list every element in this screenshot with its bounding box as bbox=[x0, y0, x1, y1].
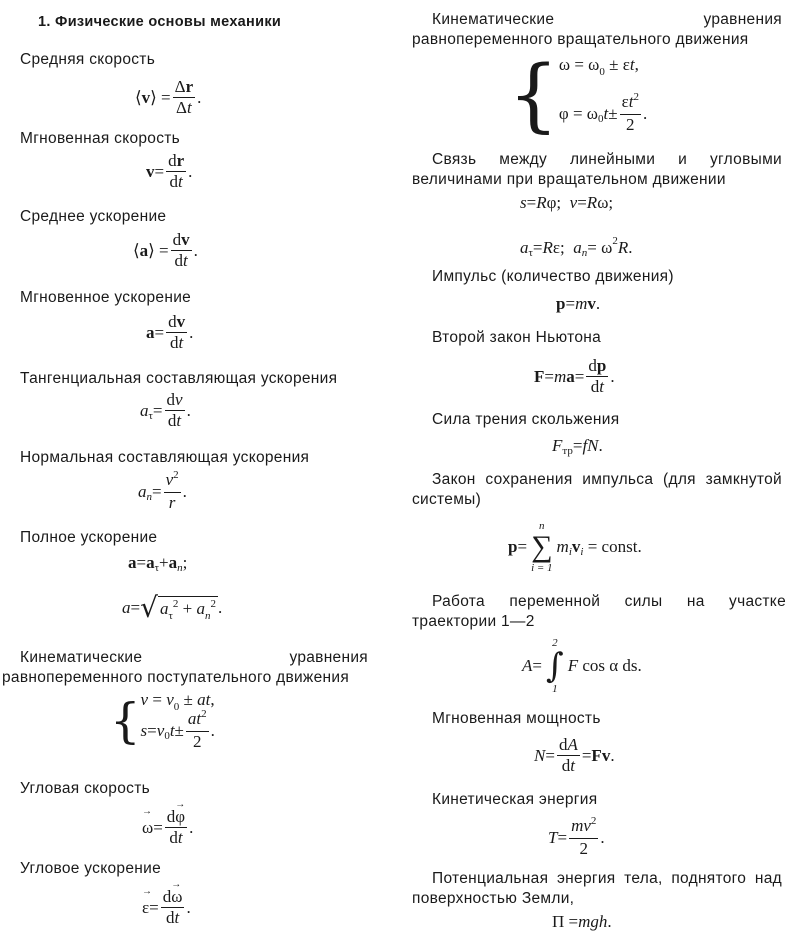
label-avg-speed: Средняя скорость bbox=[20, 51, 156, 68]
formula-work: A = 2∫1 F cos α ds. bbox=[522, 637, 642, 695]
label-newton2: Второй закон Ньютона bbox=[432, 329, 602, 346]
const-word: const bbox=[601, 537, 638, 556]
label-ang-speed: Угловая скорость bbox=[20, 780, 150, 797]
label-power: Мгновенная мощность bbox=[432, 710, 601, 727]
formula-ang-speed: ω = dφdt. bbox=[142, 796, 193, 847]
label-work: Работа переменной силы на участке траект… bbox=[412, 593, 786, 630]
formula-potential: Π = mgh. bbox=[552, 912, 612, 931]
label-conservation: Закон сохранения импульса (для замкнутой… bbox=[412, 471, 782, 508]
label-kin-trans: Кинематические уравнения равнопеременног… bbox=[2, 649, 368, 686]
label-momentum: Импульс (количество движения) bbox=[432, 268, 674, 285]
section-title: 1. Физические основы механики bbox=[38, 14, 282, 30]
label-kinetic: Кинетическая энергия bbox=[432, 791, 598, 808]
label-kin-rot: Кинематические уравнения равнопеременног… bbox=[412, 11, 782, 48]
formula-full-accel-mag: a = √aτ2 + an2. bbox=[122, 591, 223, 624]
label-friction: Сила трения скольжения bbox=[432, 411, 620, 428]
formula-ang-accel: ε = dωdt. bbox=[142, 876, 191, 927]
label-potential: Потенциальная энергия тела, поднятого на… bbox=[412, 870, 782, 907]
label-avg-accel: Среднее ускорение bbox=[20, 208, 167, 225]
label-relation: Связь между линейными и угловыми величин… bbox=[412, 151, 782, 188]
label-ang-accel: Угловое ускорение bbox=[20, 860, 161, 877]
label-tang-accel: Тангенциальная составляющая ускорения bbox=[20, 370, 338, 387]
label-inst-speed: Мгновенная скорость bbox=[20, 130, 181, 147]
cos-word: cos α ds bbox=[582, 656, 638, 675]
label-inst-accel: Мгновенное ускорение bbox=[20, 289, 192, 306]
label-full-accel: Полное ускорение bbox=[20, 529, 158, 546]
label-norm-accel: Нормальная составляющая ускорения bbox=[20, 449, 310, 466]
